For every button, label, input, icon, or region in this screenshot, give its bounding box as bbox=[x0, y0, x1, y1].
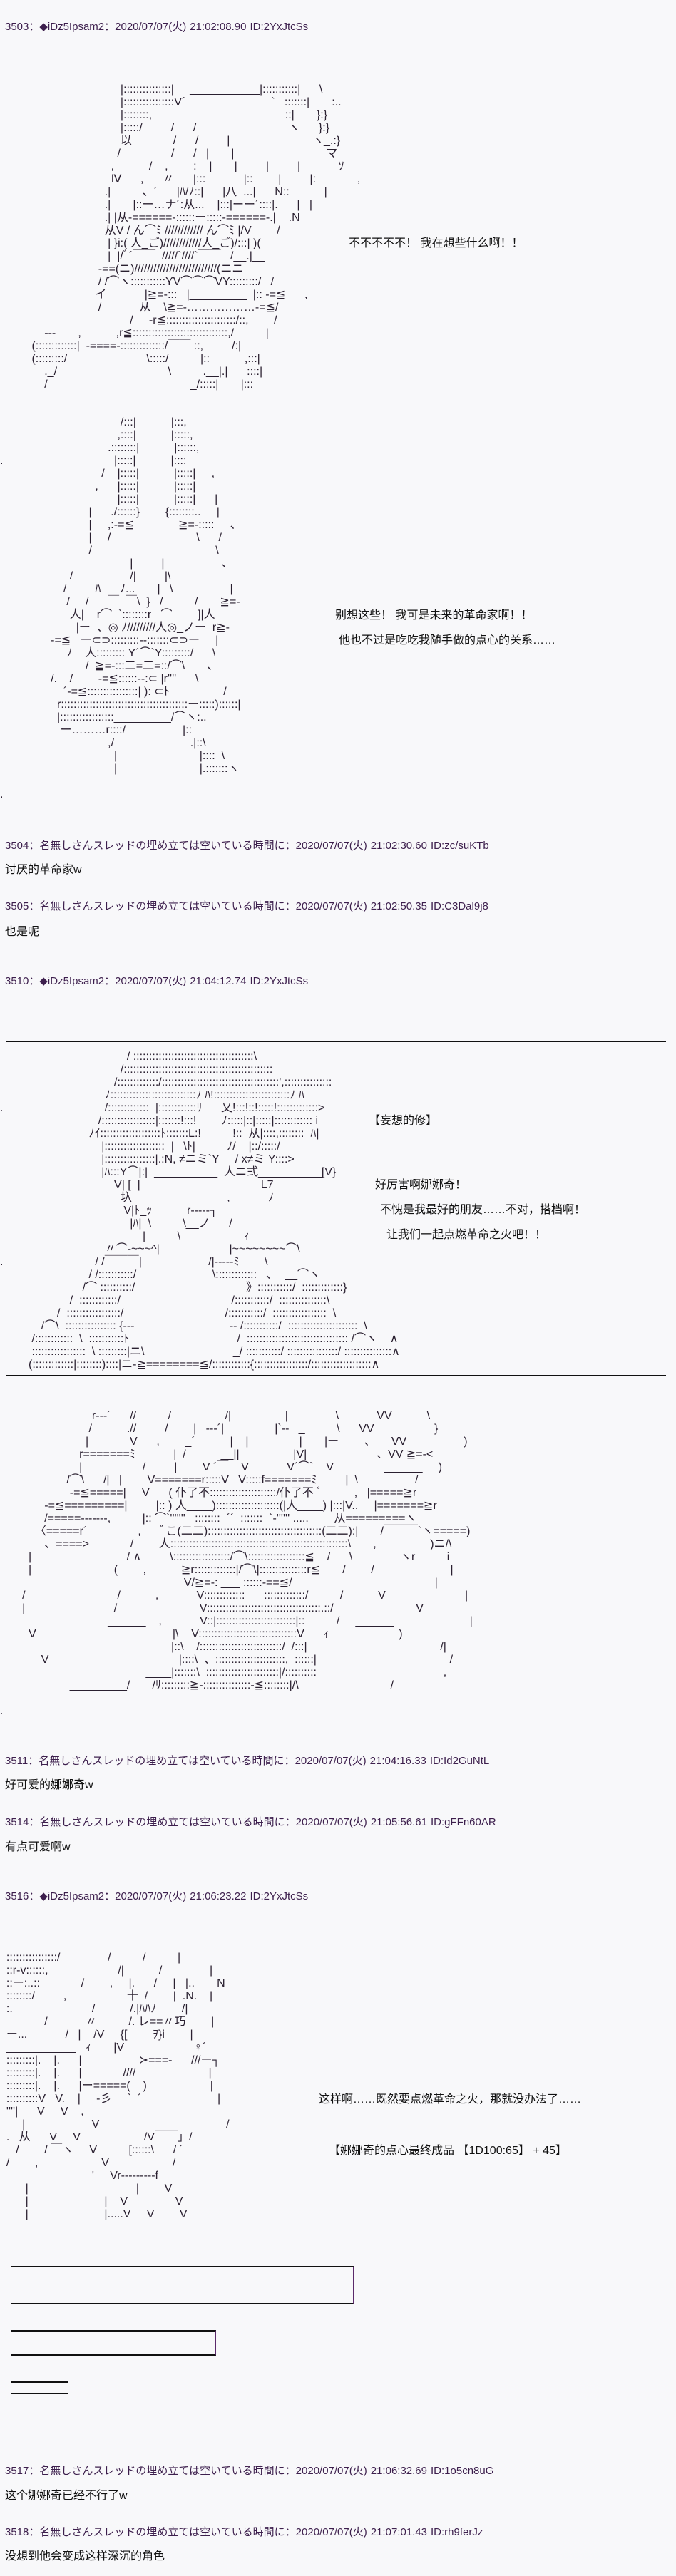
poster-name: 名無しさんスレッドの埋め立ては空いている時間に bbox=[39, 1755, 285, 1767]
dialogue-line: 别想这些！ 我可是未来的革命家啊！！ bbox=[335, 609, 533, 622]
separator: ： bbox=[29, 840, 40, 852]
post-number: 3511 bbox=[5, 1755, 29, 1767]
post-time: 21:04:12.74 bbox=[190, 975, 247, 987]
separator: ： bbox=[29, 1816, 40, 1828]
poster-id: ID:Id2GuNtL bbox=[429, 1755, 490, 1767]
post-body: 好可爱的娜娜奇w bbox=[5, 1779, 93, 1791]
post-date: 2020/07/07(火) bbox=[295, 1755, 367, 1767]
ascii-art: r---´ // / /| | \ VV \_ / .// / | ---´| … bbox=[0, 1410, 473, 1717]
post-header: 3517：名無しさんスレッドの埋め立ては空いている時間に：2020/07/07(… bbox=[5, 2465, 493, 2478]
separator: ： bbox=[285, 840, 296, 852]
post-date: 2020/07/07(火) bbox=[295, 840, 367, 852]
post-body: 讨厌的革命家w bbox=[5, 864, 82, 876]
post-number: 3516 bbox=[5, 1890, 29, 1902]
separator: ： bbox=[29, 2526, 40, 2538]
separator: ： bbox=[285, 1816, 296, 1828]
separator: ： bbox=[28, 1755, 39, 1767]
post-number: 3504 bbox=[5, 840, 29, 852]
post-time: 21:02:50.35 bbox=[370, 900, 427, 912]
dialogue-line: 不愧是我最好的朋友……不对，搭档啊！ bbox=[380, 1204, 586, 1216]
post-time: 21:02:30.60 bbox=[370, 840, 427, 852]
post-header: 3505：名無しさんスレッドの埋め立ては空いている時間に：2020/07/07(… bbox=[5, 900, 488, 913]
post-number: 3503 bbox=[5, 21, 29, 33]
post-header: 3510：◆iDz5Ipsam2：2020/07/07(火)21:04:12.7… bbox=[5, 975, 308, 988]
poster-id: ID:2YxJtcSs bbox=[250, 1890, 309, 1902]
poster-id: ID:gFFn60AR bbox=[431, 1816, 496, 1828]
post-header: 3511：名無しさんスレッドの埋め立ては空いている時間に：2020/07/07(… bbox=[5, 1755, 489, 1768]
post-body: 有点可爱啊w bbox=[5, 1841, 71, 1853]
post-time: 21:06:23.22 bbox=[190, 1890, 247, 1902]
separator: ： bbox=[29, 2465, 40, 2477]
post-date: 2020/07/07(火) bbox=[115, 1890, 187, 1902]
post-date: 2020/07/07(火) bbox=[295, 2465, 367, 2477]
dialogue-line: 好厉害啊娜娜奇！ bbox=[375, 1179, 467, 1191]
separator: ： bbox=[285, 2465, 296, 2477]
poster-name: ◆iDz5Ipsam2 bbox=[39, 21, 105, 33]
poster-name: ◆iDz5Ipsam2 bbox=[39, 975, 105, 987]
poster-name: 名無しさんスレッドの埋め立ては空いている時間に bbox=[39, 2465, 285, 2477]
separator: ： bbox=[29, 21, 40, 33]
poster-id: ID:1o5cn8uG bbox=[431, 2465, 494, 2477]
separator: ： bbox=[104, 975, 116, 987]
poster-id: ID:C3Dal9j8 bbox=[431, 900, 488, 912]
separator: ： bbox=[104, 21, 116, 33]
post-header: 3516：◆iDz5Ipsam2：2020/07/07(火)21:06:23.2… bbox=[5, 1890, 308, 1903]
ascii-art: / ::::::::::::::::::::::::::::::::::::::… bbox=[0, 1051, 400, 1371]
divider bbox=[6, 1041, 666, 1042]
ascii-art: ::::::::::::::::/ / / | ::r-v::::::, /| … bbox=[6, 1952, 230, 2220]
poster-id: ID:zc/suKTb bbox=[431, 840, 489, 852]
empty-speech-box bbox=[11, 2330, 216, 2356]
separator: ： bbox=[284, 1755, 295, 1767]
post-date: 2020/07/07(火) bbox=[295, 900, 367, 912]
poster-id: ID:2YxJtcSs bbox=[250, 21, 309, 33]
separator: ： bbox=[29, 1890, 40, 1902]
poster-id: ID:rh9ferJz bbox=[431, 2526, 483, 2538]
post-number: 3510 bbox=[5, 975, 29, 987]
post-time: 21:02:08.90 bbox=[190, 21, 247, 33]
separator: ： bbox=[285, 900, 296, 912]
post-time: 21:05:56.61 bbox=[370, 1816, 427, 1828]
post-date: 2020/07/07(火) bbox=[115, 975, 187, 987]
poster-name: 名無しさんスレッドの埋め立ては空いている時間に bbox=[39, 1816, 285, 1828]
post-number: 3517 bbox=[5, 2465, 29, 2477]
post-body: 没想到他会变成这样深沉的角色 bbox=[5, 2550, 165, 2562]
post-time: 21:07:01.43 bbox=[370, 2526, 427, 2538]
post-date: 2020/07/07(火) bbox=[295, 1816, 367, 1828]
post-header: 3514：名無しさんスレッドの埋め立ては空いている時間に：2020/07/07(… bbox=[5, 1816, 496, 1829]
poster-id: ID:2YxJtcSs bbox=[250, 975, 309, 987]
separator: ： bbox=[285, 2526, 296, 2538]
dialogue-line: 他也不过是吃吃我随手做的点心的关系…… bbox=[339, 634, 556, 646]
scene-label: 【妄想的修】 bbox=[369, 1115, 438, 1127]
post-number: 3518 bbox=[5, 2526, 29, 2538]
separator: ： bbox=[29, 900, 40, 912]
separator: ： bbox=[29, 975, 40, 987]
post-time: 21:04:16.33 bbox=[369, 1755, 426, 1767]
dialogue-line: 这样啊……既然要点燃革命之火，那就没办法了…… bbox=[319, 2093, 582, 2106]
post-header: 3504：名無しさんスレッドの埋め立ては空いている時間に：2020/07/07(… bbox=[5, 840, 489, 852]
dialogue-line: 不不不不不！ 我在想些什么啊！！ bbox=[349, 237, 523, 249]
post-date: 2020/07/07(火) bbox=[295, 2526, 367, 2538]
post-time: 21:06:32.69 bbox=[370, 2465, 427, 2477]
poster-name: 名無しさんスレッドの埋め立ては空いている時間に bbox=[39, 840, 285, 852]
post-body: 也是呢 bbox=[5, 926, 40, 938]
separator: ： bbox=[104, 1890, 116, 1902]
post-header: 3518：名無しさんスレッドの埋め立ては空いている時間に：2020/07/07(… bbox=[5, 2526, 483, 2539]
divider bbox=[6, 1375, 666, 1376]
dice-result: 【娜娜奇的点心最终成品 【1D100:65】 + 45】 bbox=[329, 2145, 567, 2157]
ascii-art: /:::| |:::, ,::::| |:::::, .::::::::| |:… bbox=[0, 416, 242, 800]
poster-name: 名無しさんスレッドの埋め立ては空いている時間に bbox=[39, 900, 285, 912]
post-header: 3503：◆iDz5Ipsam2：2020/07/07(火)21:02:08.9… bbox=[5, 21, 308, 34]
post-number: 3514 bbox=[5, 1816, 29, 1828]
post-date: 2020/07/07(火) bbox=[115, 21, 187, 33]
empty-speech-box bbox=[11, 2381, 68, 2394]
poster-name: 名無しさんスレッドの埋め立ては空いている時間に bbox=[39, 2526, 285, 2538]
ascii-art: |:::::::::::::::| ___________|::::::::::… bbox=[31, 83, 361, 391]
dialogue-line: 让我们一起点燃革命之火吧！！ bbox=[386, 1229, 547, 1241]
empty-speech-box bbox=[11, 2266, 354, 2304]
poster-name: ◆iDz5Ipsam2 bbox=[39, 1890, 105, 1902]
post-number: 3505 bbox=[5, 900, 29, 912]
post-body: 这个娜娜奇已经不行了w bbox=[5, 2490, 128, 2502]
